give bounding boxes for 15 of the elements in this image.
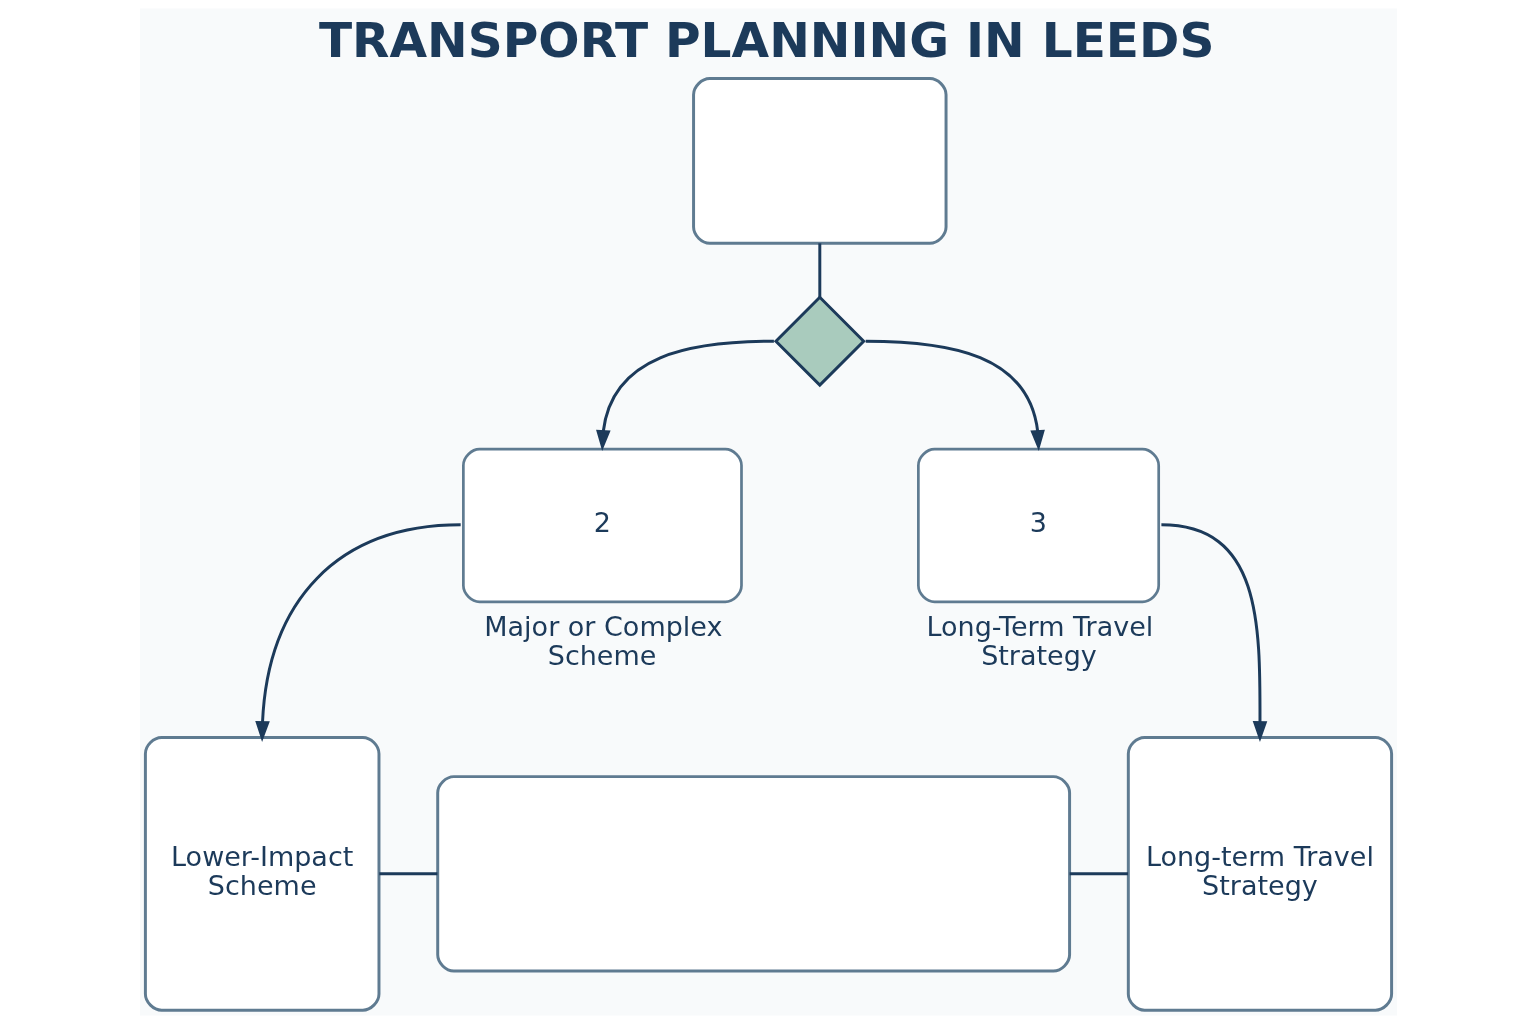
- node-box: Lower-Impact Scheme: [143, 736, 380, 1012]
- arrow: [865, 339, 1045, 451]
- arrow: [254, 523, 461, 742]
- node-box: [435, 775, 1071, 973]
- connector: [378, 872, 437, 876]
- arrow: [1160, 523, 1267, 742]
- node-box: Long-term Travel Strategy: [1126, 736, 1393, 1012]
- diagram-title: TRANSPORT PLANNING IN LEEDS: [318, 11, 1214, 68]
- node-label: Major or Complex Scheme: [483, 610, 722, 672]
- node-label: Long-Term Travel Strategy: [925, 610, 1153, 672]
- node-box: [691, 77, 948, 245]
- node-diamond: [773, 295, 866, 388]
- connector: [817, 243, 821, 298]
- connector: [1069, 872, 1128, 876]
- arrow: [595, 339, 774, 451]
